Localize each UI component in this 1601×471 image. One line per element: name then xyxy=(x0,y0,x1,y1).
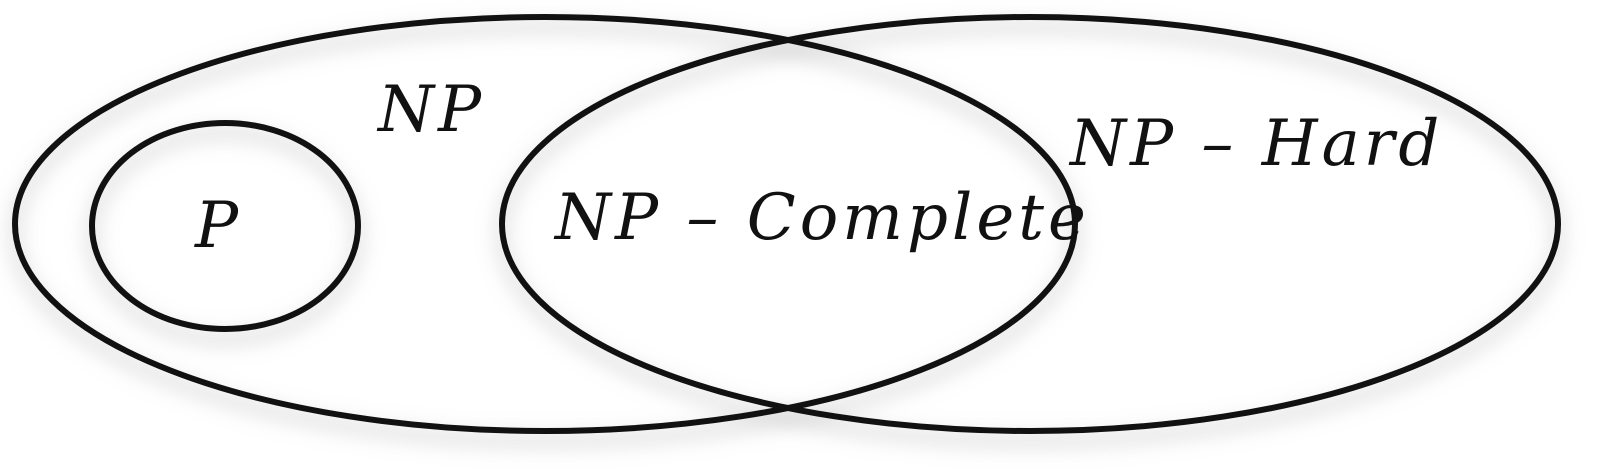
np-hard-set-ellipse xyxy=(499,14,1561,434)
np-complete-label: NP – Complete xyxy=(553,181,1090,255)
p-set-ellipse xyxy=(89,120,361,332)
p-label: P xyxy=(194,189,242,263)
np-label: NP xyxy=(376,73,485,147)
np-hard-label: NP – Hard xyxy=(1068,107,1443,181)
np-set-ellipse xyxy=(12,14,1078,434)
